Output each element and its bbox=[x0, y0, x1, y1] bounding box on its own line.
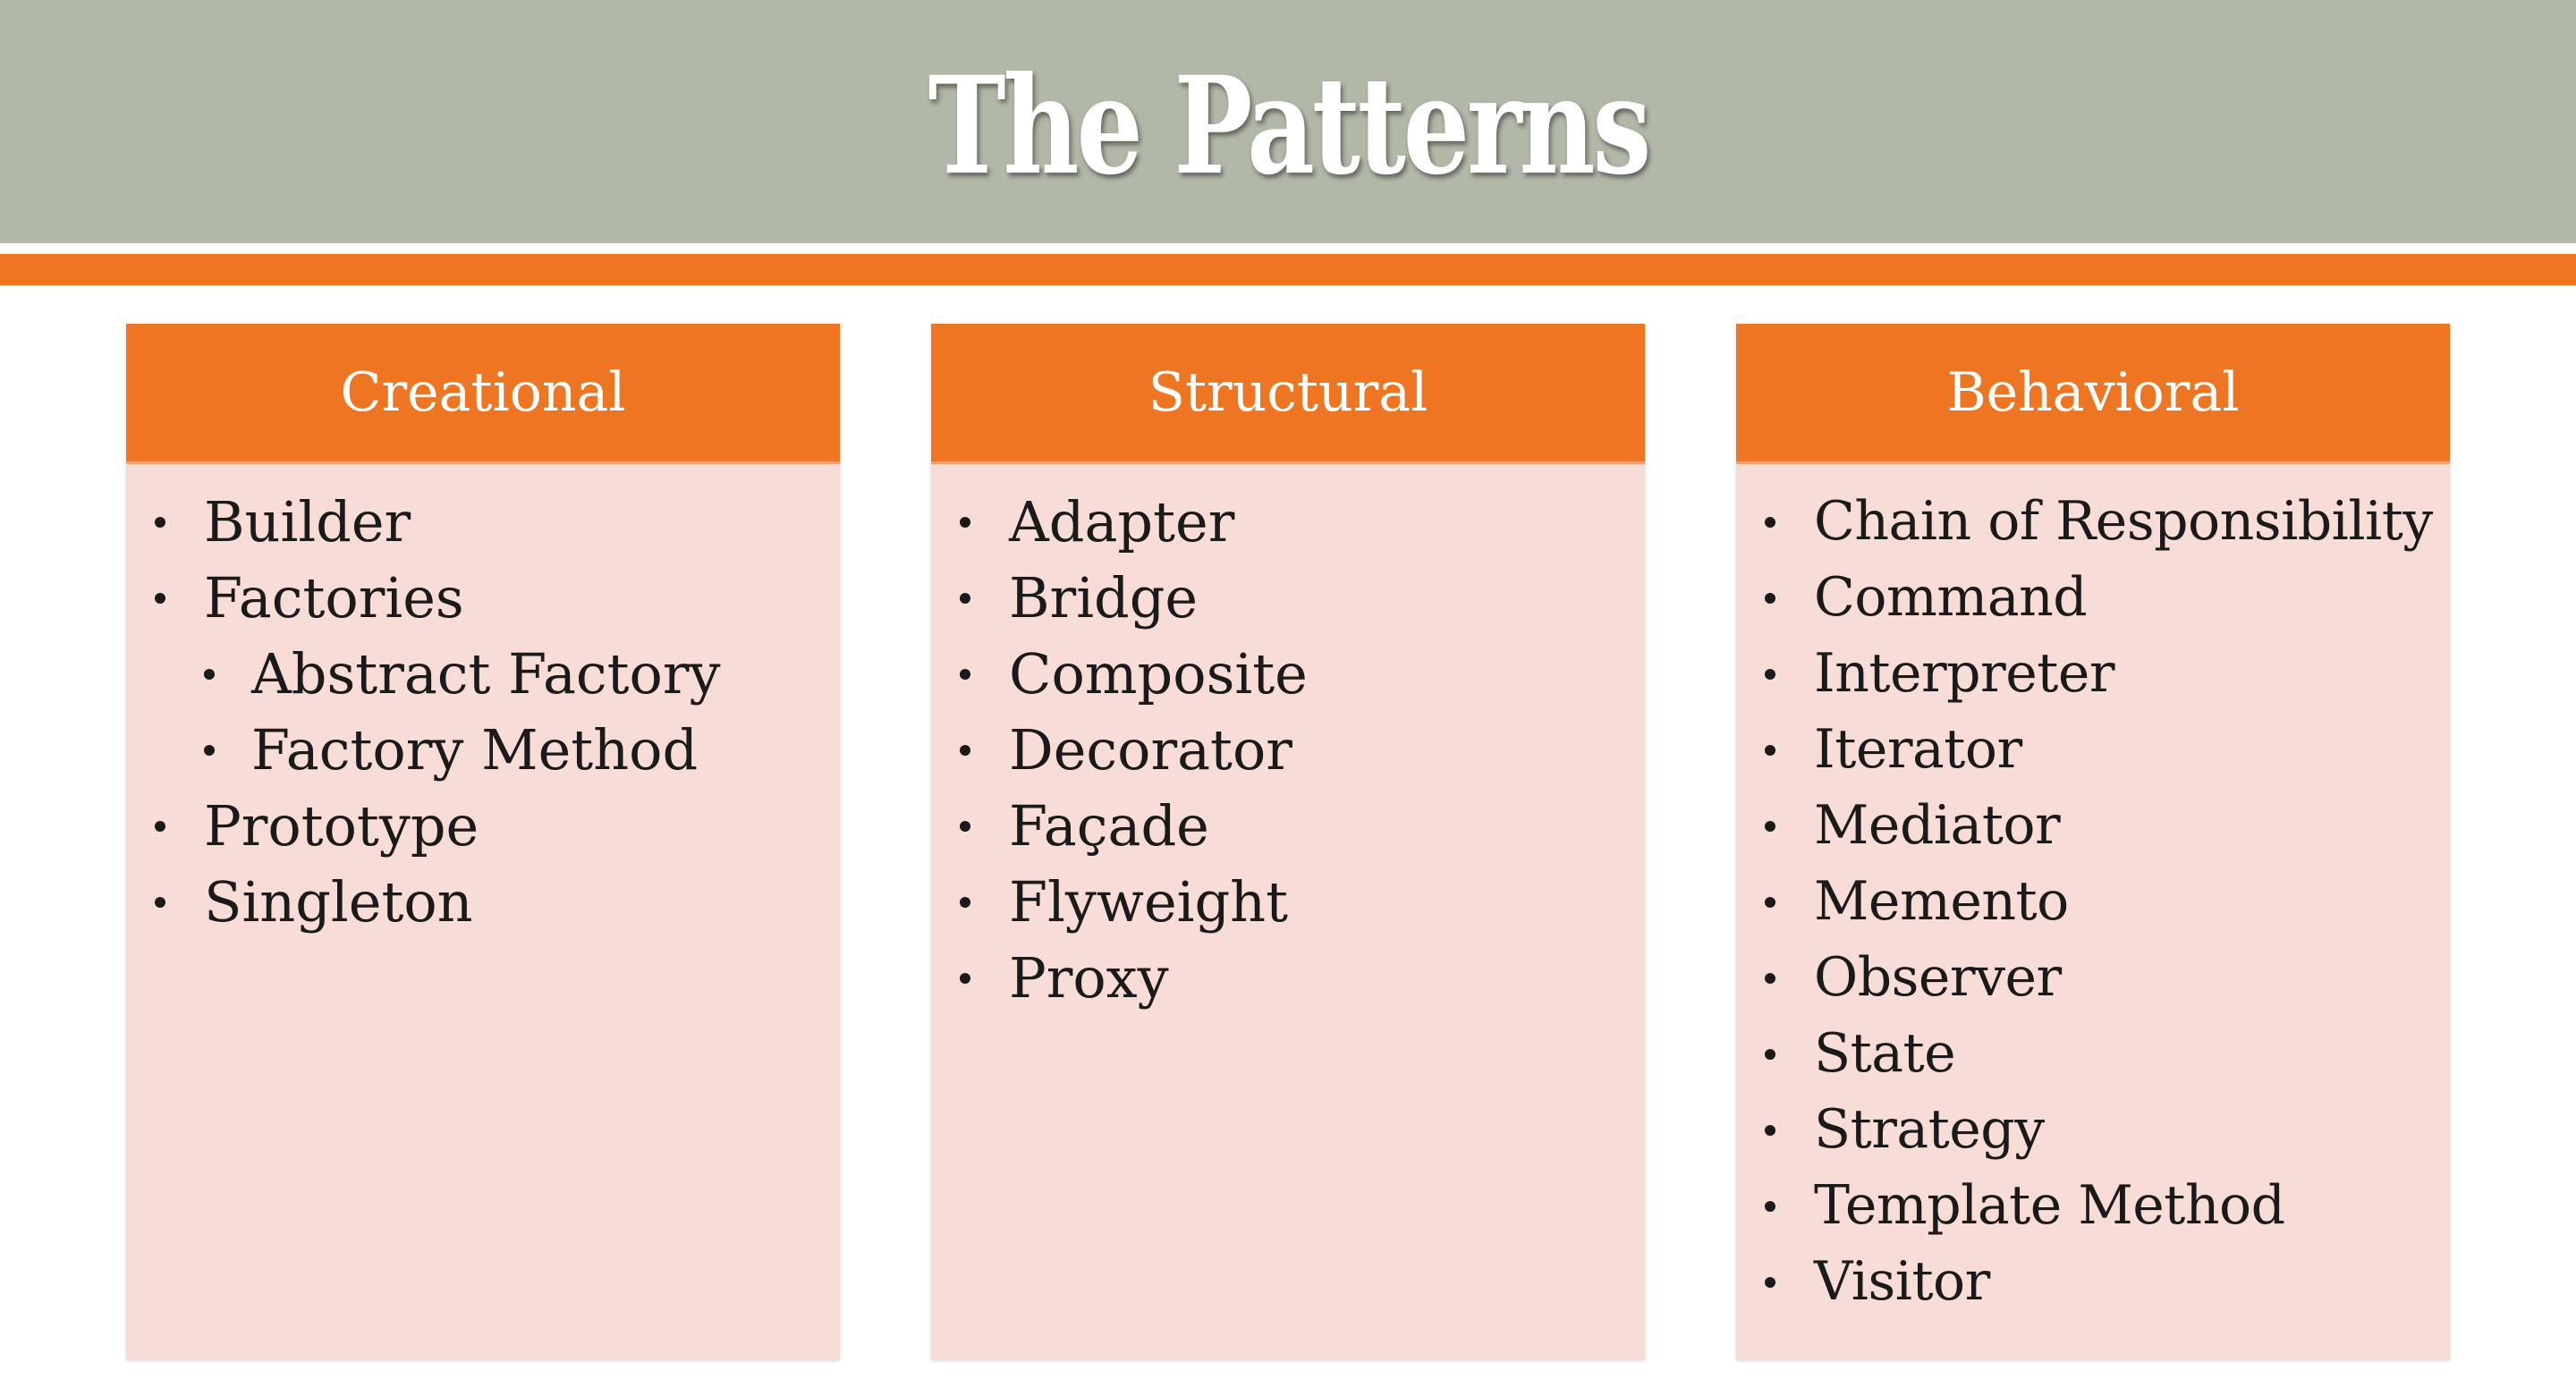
list-item: Interpreter bbox=[1736, 636, 2450, 712]
list-item-label: Memento bbox=[1814, 870, 2069, 933]
list-item: Proxy bbox=[931, 940, 1645, 1016]
list-item: Singleton bbox=[126, 864, 840, 940]
list-item: Command bbox=[1736, 560, 2450, 636]
bullet-icon bbox=[1765, 973, 1775, 984]
list-item-label: Factory Method bbox=[251, 717, 699, 783]
bullet-icon bbox=[1765, 745, 1775, 756]
bullet-icon bbox=[1765, 1125, 1775, 1136]
list-item-label: Prototype bbox=[204, 793, 479, 859]
list-item: Façade bbox=[931, 788, 1645, 864]
bullet-icon bbox=[960, 669, 970, 680]
list-item-label: Proxy bbox=[1009, 945, 1169, 1011]
column-header-label: Creational bbox=[340, 361, 626, 424]
list-item: Bridge bbox=[931, 560, 1645, 636]
list-item: Observer bbox=[1736, 940, 2450, 1016]
bullet-icon bbox=[155, 517, 165, 528]
list-item: Builder bbox=[126, 484, 840, 560]
title-band: The Patterns bbox=[0, 0, 2576, 243]
list-item: Prototype bbox=[126, 788, 840, 864]
list-item-label: Chain of Responsibility bbox=[1814, 490, 2433, 553]
list-item-label: Builder bbox=[204, 489, 411, 554]
slide-title: The Patterns bbox=[928, 47, 1651, 205]
column-header: Creational bbox=[126, 324, 840, 464]
list-item: Template Method bbox=[1736, 1168, 2450, 1244]
list-item: Iterator bbox=[1736, 712, 2450, 788]
bullet-icon bbox=[1765, 1277, 1775, 1288]
bullet-icon bbox=[155, 821, 165, 832]
list-item-label: Visitor bbox=[1814, 1250, 1990, 1313]
list-item-label: Template Method bbox=[1814, 1174, 2285, 1237]
bullet-icon bbox=[960, 593, 970, 604]
bullet-icon bbox=[960, 973, 970, 984]
bullet-icon bbox=[1765, 821, 1775, 832]
list-item-label: Singleton bbox=[204, 869, 473, 935]
list-item: Chain of Responsibility bbox=[1736, 484, 2450, 560]
list-item: Factories bbox=[126, 560, 840, 636]
column-header: Behavioral bbox=[1736, 324, 2450, 464]
accent-rule bbox=[0, 254, 2576, 285]
list-item: Mediator bbox=[1736, 788, 2450, 864]
list-item-label: Abstract Factory bbox=[251, 641, 721, 706]
list-item-label: Decorator bbox=[1009, 717, 1292, 783]
bullet-icon bbox=[1765, 669, 1775, 680]
bullet-icon bbox=[204, 745, 215, 756]
bullet-icon bbox=[1765, 1049, 1775, 1060]
list-item-label: State bbox=[1814, 1022, 1956, 1085]
list-item-label: Composite bbox=[1009, 641, 1308, 706]
bullet-icon bbox=[1765, 517, 1775, 528]
list-item: Memento bbox=[1736, 864, 2450, 940]
bullet-icon bbox=[960, 897, 970, 908]
bullet-icon bbox=[1765, 897, 1775, 908]
list-item-label: Observer bbox=[1814, 946, 2062, 1009]
list-item: Composite bbox=[931, 636, 1645, 712]
column-header-label: Structural bbox=[1148, 361, 1428, 424]
list-item-label: Iterator bbox=[1814, 718, 2022, 781]
column-header: Structural bbox=[931, 324, 1645, 464]
list-item-label: Interpreter bbox=[1814, 642, 2115, 705]
bullet-icon bbox=[204, 669, 215, 680]
list-item: Decorator bbox=[931, 712, 1645, 788]
sub-list-item: Factory Method bbox=[126, 712, 840, 788]
sub-list-item: Abstract Factory bbox=[126, 636, 840, 712]
list-item-label: Mediator bbox=[1814, 794, 2061, 857]
bullet-icon bbox=[1765, 593, 1775, 604]
list-item: State bbox=[1736, 1016, 2450, 1092]
list-item: Visitor bbox=[1736, 1244, 2450, 1320]
bullet-icon bbox=[960, 821, 970, 832]
list-item-label: Adapter bbox=[1009, 489, 1235, 554]
list-item: Flyweight bbox=[931, 864, 1645, 940]
bullet-icon bbox=[1765, 1201, 1775, 1212]
list-item: Strategy bbox=[1736, 1092, 2450, 1168]
list-item-label: Strategy bbox=[1814, 1098, 2045, 1161]
list-item-label: Bridge bbox=[1009, 565, 1199, 630]
bullet-icon bbox=[960, 517, 970, 528]
list-item: Adapter bbox=[931, 484, 1645, 560]
bullet-icon bbox=[155, 897, 165, 908]
list-item-label: Factories bbox=[204, 565, 464, 630]
list-item-label: Façade bbox=[1009, 793, 1209, 859]
list-item-label: Command bbox=[1814, 566, 2088, 629]
list-item-label: Flyweight bbox=[1009, 869, 1288, 935]
bullet-icon bbox=[960, 745, 970, 756]
bullet-icon bbox=[155, 593, 165, 604]
column-header-label: Behavioral bbox=[1946, 361, 2240, 424]
